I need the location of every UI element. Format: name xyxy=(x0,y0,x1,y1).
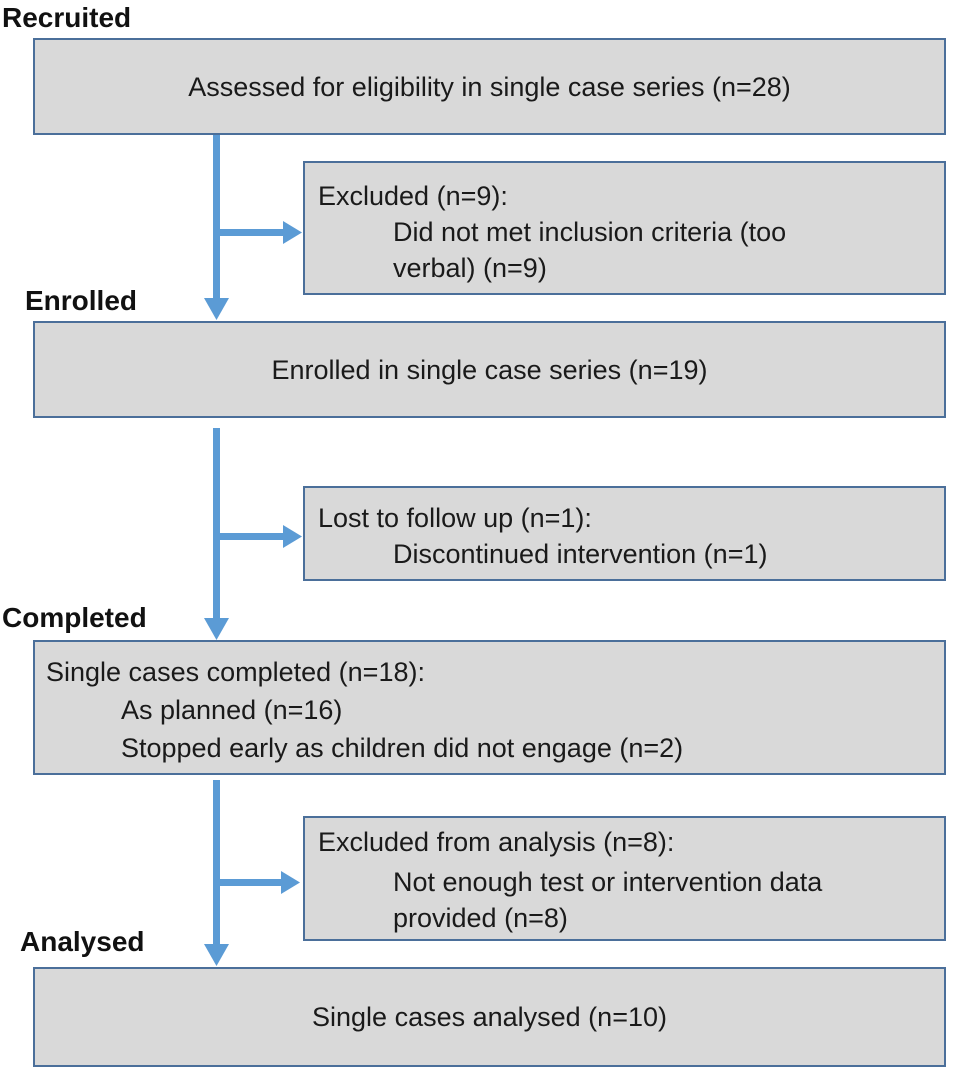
flow-side-arrow-head-1 xyxy=(283,221,302,244)
excluded-eligibility-box: Excluded (n=9): Did not met inclusion cr… xyxy=(303,161,946,295)
stage-label-analysed: Analysed xyxy=(20,926,145,957)
completed-item-as-planned: As planned (n=16) xyxy=(121,695,343,725)
lost-follow-up-box: Lost to follow up (n=1): Discontinued in… xyxy=(303,486,946,581)
enrolled-text: Enrolled in single case series (n=19) xyxy=(271,354,708,385)
analysed-box: Single cases analysed (n=10) xyxy=(33,967,946,1067)
flow-down-arrow-head-1 xyxy=(204,298,229,320)
flow-side-arrow-shaft-1 xyxy=(220,229,285,236)
analysed-text: Single cases analysed (n=10) xyxy=(312,1002,667,1032)
flow-down-arrow-shaft-1 xyxy=(213,135,220,300)
excluded-analysis-title: Excluded from analysis (n=8): xyxy=(318,827,675,857)
excluded-eligibility-title: Excluded (n=9): xyxy=(318,181,508,211)
flow-side-arrow-shaft-2 xyxy=(220,533,285,540)
stage-label-enrolled: Enrolled xyxy=(25,285,138,316)
flow-down-arrow-shaft-3 xyxy=(213,780,220,946)
stage-label-completed: Completed xyxy=(2,602,147,633)
lost-follow-up-detail: Discontinued intervention (n=1) xyxy=(393,539,768,569)
completed-title: Single cases completed (n=18): xyxy=(46,657,425,687)
assessed-eligibility-text: Assessed for eligibility in single case … xyxy=(188,71,791,102)
stage-label-recruited: Recruited xyxy=(2,2,132,33)
flow-down-arrow-head-2 xyxy=(204,618,229,640)
assessed-eligibility-box: Assessed for eligibility in single case … xyxy=(33,38,946,135)
flow-side-arrow-head-2 xyxy=(283,525,302,548)
excluded-eligibility-detail-line2: verbal) (n=9) xyxy=(393,253,547,283)
lost-follow-up-title: Lost to follow up (n=1): xyxy=(318,503,592,533)
excluded-analysis-detail-line2: provided (n=8) xyxy=(393,903,568,933)
flow-down-arrow-head-3 xyxy=(204,944,229,966)
enrolled-box: Enrolled in single case series (n=19) xyxy=(33,321,946,418)
completed-item-stopped-early: Stopped early as children did not engage… xyxy=(121,733,684,763)
flow-down-arrow-shaft-2 xyxy=(213,428,220,620)
excluded-analysis-detail-line1: Not enough test or intervention data xyxy=(393,867,823,897)
flow-side-arrow-head-3 xyxy=(281,871,300,894)
excluded-analysis-box: Excluded from analysis (n=8): Not enough… xyxy=(303,816,946,941)
flow-side-arrow-shaft-3 xyxy=(220,879,283,886)
completed-box: Single cases completed (n=18): As planne… xyxy=(33,640,946,775)
excluded-eligibility-detail-line1: Did not met inclusion criteria (too xyxy=(393,217,787,247)
